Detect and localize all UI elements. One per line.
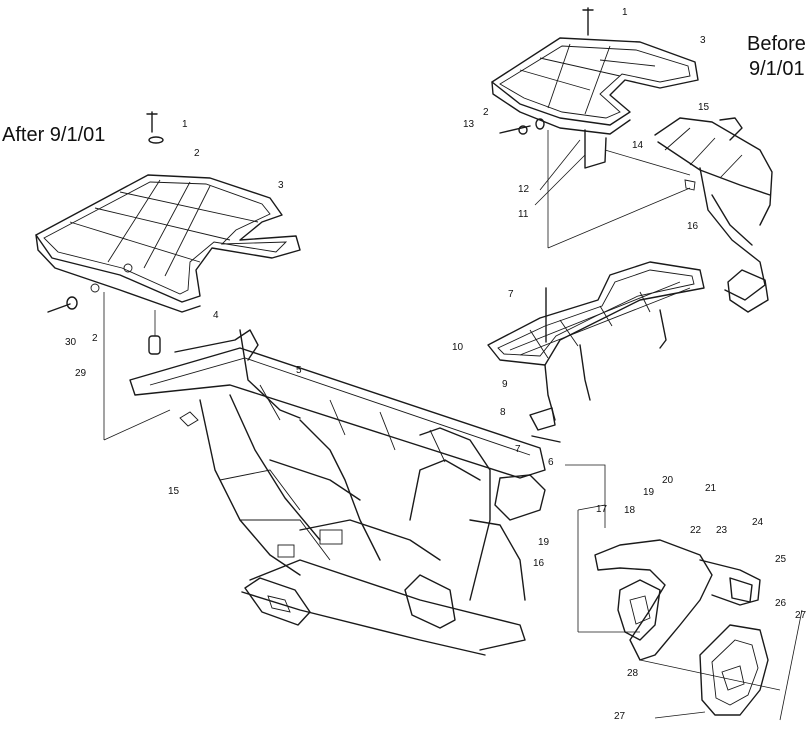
callout-c3a: 3	[700, 35, 706, 46]
callout-c19b: 19	[643, 487, 655, 498]
bolt-13	[499, 125, 531, 134]
spacer-29	[148, 335, 161, 355]
front-rack	[487, 261, 705, 421]
callout-c26: 26	[775, 598, 787, 609]
callout-c7a: 7	[508, 289, 514, 300]
before-date-heading-line2: 9/1/01	[749, 58, 805, 80]
callout-c25: 25	[775, 554, 787, 565]
callout-c11: 11	[518, 209, 529, 220]
callout-c17: 17	[596, 504, 608, 515]
callout-c18: 18	[624, 505, 636, 516]
callout-c21: 21	[705, 483, 717, 494]
front-bumper	[594, 539, 761, 661]
bolt-7-lower	[531, 435, 561, 443]
callout-c19a: 19	[538, 537, 550, 548]
washer-2-lower	[66, 296, 78, 310]
callout-c15a: 15	[698, 102, 710, 113]
callout-c8: 8	[500, 407, 506, 418]
callout-c1a: 1	[622, 7, 628, 18]
callout-c6: 6	[548, 457, 554, 468]
main-frame	[129, 329, 546, 656]
frame-section-before	[654, 117, 773, 313]
callout-c27a: 27	[795, 610, 807, 621]
callout-c23: 23	[716, 525, 728, 536]
callout-c24: 24	[752, 517, 764, 528]
callout-c1b: 1	[182, 119, 188, 130]
washer-2-after	[148, 136, 164, 144]
callout-c2b: 2	[194, 148, 200, 159]
callout-c13: 13	[463, 119, 475, 130]
callout-c15b: 15	[168, 486, 180, 497]
after-date-heading: After 9/1/01	[2, 124, 106, 146]
callout-c20: 20	[662, 475, 674, 486]
callout-c4: 4	[213, 310, 219, 321]
bracket-8	[529, 407, 556, 431]
callout-c28: 28	[627, 668, 639, 679]
callout-c16a: 16	[687, 221, 699, 232]
callout-c27b: 27	[614, 711, 626, 722]
callout-c14: 14	[632, 140, 644, 151]
washer-2-before	[518, 125, 528, 135]
callout-c7b: 7	[515, 444, 521, 455]
callout-c2c: 2	[92, 333, 98, 344]
bolt-30	[47, 303, 71, 313]
callout-c16b: 16	[533, 558, 545, 569]
callout-c2a: 2	[483, 107, 489, 118]
callout-c10: 10	[452, 342, 464, 353]
callout-c22: 22	[690, 525, 702, 536]
skid-plate	[699, 624, 769, 716]
rear-rack-after	[35, 174, 301, 313]
callout-c29: 29	[75, 368, 87, 379]
rear-rack-before	[491, 37, 699, 169]
callout-c3b: 3	[278, 180, 284, 191]
callout-c5: 5	[296, 365, 302, 376]
before-date-heading-line1: Before	[747, 33, 806, 55]
callout-c12: 12	[518, 184, 530, 195]
spacer-before	[535, 118, 545, 130]
callout-c30: 30	[65, 337, 77, 348]
callout-c9: 9	[502, 379, 508, 390]
